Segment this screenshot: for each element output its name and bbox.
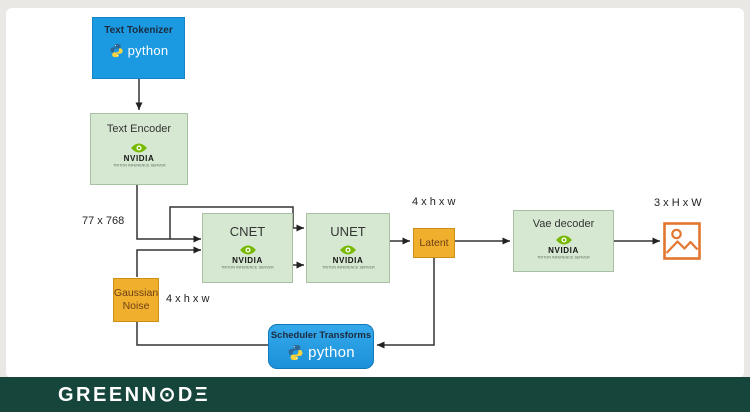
arrow-encoder-to-cnet bbox=[136, 185, 201, 243]
nvidia-triton-logo: NVIDIA TRITON INFERENCE SERVER bbox=[307, 244, 389, 272]
node-gaussian-noise: Gaussian Noise bbox=[113, 278, 159, 322]
scheduler-transforms-label: Scheduler Transforms bbox=[270, 330, 372, 341]
python-logo: python bbox=[269, 344, 373, 361]
nvidia-eye-icon bbox=[555, 235, 572, 245]
footer-bar: GREENN⊙DΞ bbox=[0, 377, 750, 412]
unet-label: UNET bbox=[330, 224, 366, 239]
text-encoder-label: Text Encoder bbox=[106, 123, 172, 135]
nvidia-eye-icon bbox=[340, 245, 356, 255]
nvidia-caption: TRITON INFERENCE SERVER bbox=[537, 256, 590, 260]
python-wordmark: python bbox=[127, 43, 169, 58]
nvidia-eye-icon bbox=[239, 245, 256, 255]
annotation-noise-shape: 4 x h x w bbox=[166, 293, 210, 305]
arrow-latent-to-scheduler bbox=[377, 258, 435, 349]
arrow-noise-to-cnet bbox=[136, 246, 201, 277]
node-cnet: CNET NVIDIA TRITON INFERENCE SERVER bbox=[202, 213, 293, 283]
text-tokenizer-label: Text Tokenizer bbox=[104, 25, 173, 36]
vae-decoder-label: Vae decoder bbox=[532, 218, 595, 230]
gaussian-noise-label: Gaussian Noise bbox=[113, 286, 159, 312]
node-unet: UNET NVIDIA TRITON INFERENCE SERVER bbox=[306, 213, 390, 283]
python-logo: python bbox=[93, 43, 184, 58]
node-vae-decoder: Vae decoder NVIDIA TRITON INFERENCE SERV… bbox=[513, 210, 614, 272]
image-icon bbox=[663, 222, 701, 260]
python-icon bbox=[109, 43, 123, 58]
nvidia-caption: TRITON INFERENCE SERVER bbox=[321, 266, 375, 270]
python-icon bbox=[288, 345, 303, 360]
node-text-tokenizer: Text Tokenizer python bbox=[92, 17, 185, 79]
annotation-encoder-output-shape: 77 x 768 bbox=[82, 215, 125, 227]
node-text-encoder: Text Encoder NVIDIA TRITON INFERENCE SER… bbox=[90, 113, 188, 185]
nvidia-wordmark: NVIDIA bbox=[548, 246, 579, 255]
python-wordmark: python bbox=[308, 344, 355, 361]
arrow-encoder-bypass-to-unet bbox=[169, 206, 304, 239]
nvidia-wordmark: NVIDIA bbox=[123, 154, 155, 163]
nvidia-triton-logo: NVIDIA TRITON INFERENCE SERVER bbox=[514, 234, 613, 262]
cnet-label: CNET bbox=[229, 224, 266, 239]
nvidia-wordmark: NVIDIA bbox=[332, 256, 364, 265]
node-latent: Latent bbox=[413, 228, 455, 258]
annotation-output-image-shape: 3 x H x W bbox=[654, 197, 702, 209]
line-scheduler-to-noise bbox=[136, 322, 268, 346]
nvidia-triton-logo: NVIDIA TRITON INFERENCE SERVER bbox=[203, 244, 292, 272]
greennode-logo: GREENN⊙DΞ bbox=[58, 384, 211, 406]
annotation-latent-shape: 4 x h x w bbox=[412, 196, 456, 208]
latent-label: Latent bbox=[419, 237, 449, 249]
node-scheduler-transforms: Scheduler Transforms python bbox=[268, 324, 374, 369]
nvidia-eye-icon bbox=[131, 143, 147, 153]
nvidia-caption: TRITON INFERENCE SERVER bbox=[112, 164, 166, 168]
node-output-image bbox=[663, 222, 701, 265]
nvidia-caption: TRITON INFERENCE SERVER bbox=[221, 266, 274, 270]
nvidia-wordmark: NVIDIA bbox=[232, 256, 263, 265]
nvidia-triton-logo: NVIDIA TRITON INFERENCE SERVER bbox=[91, 142, 187, 170]
